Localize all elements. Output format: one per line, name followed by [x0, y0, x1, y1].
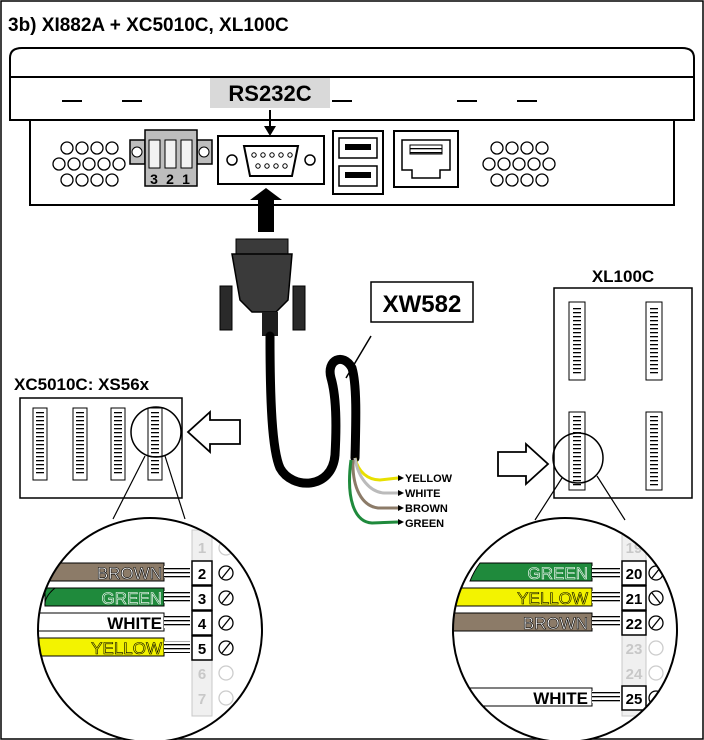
port-arrow	[264, 126, 276, 136]
right-terminal-number: 23	[626, 641, 643, 658]
xc5010c-module: XC5010C: XS56x	[14, 375, 241, 520]
controller-device: 3 2 1 RS	[9, 47, 695, 206]
right-arrow-icon	[497, 441, 550, 487]
wire-label-white: WHITE	[405, 488, 440, 500]
right-wire-label: WHITE	[533, 689, 588, 708]
left-terminal-number: 6	[198, 666, 206, 683]
left-terminal-number: 2	[198, 566, 206, 583]
right-module-title: XL100C	[592, 267, 654, 286]
right-module-connectors	[568, 301, 663, 491]
left-terminal-number: 3	[198, 591, 206, 608]
right-terminal-number: 22	[626, 616, 643, 633]
left-arrow-icon	[186, 409, 241, 455]
right-wire-label: GREEN	[528, 564, 588, 583]
right-terminal-number: 25	[626, 691, 643, 708]
left-terminal-number: 7	[198, 691, 206, 708]
vent-holes-left	[52, 141, 126, 187]
right-terminal-number: 24	[626, 666, 643, 683]
terminal-number: 3	[150, 171, 158, 187]
left-module-title: XC5010C: XS56x	[14, 375, 150, 394]
right-terminal-magnifier: GREEN YELLOW BROWN WHITE 19 20 21 22 23 …	[452, 517, 678, 740]
power-terminal-block: 3 2 1	[129, 129, 213, 187]
left-terminal-number: 4	[198, 616, 207, 633]
diagram-title: 3b) XI882A + XC5010C, XL100C	[8, 15, 289, 36]
zoom-circle	[552, 432, 604, 484]
zoom-circle	[130, 406, 182, 458]
left-terminal-number: 5	[198, 641, 206, 658]
right-terminal-number: 20	[626, 566, 643, 583]
left-wire-label: BROWN	[97, 564, 162, 583]
left-module-connectors	[32, 407, 163, 481]
left-terminal-magnifier: BROWN GREEN WHITE YELLOW 1 2 3 4 5 6 7	[37, 517, 263, 740]
left-terminal-number: 1	[198, 540, 206, 557]
wire-label-yellow: YELLOW	[405, 473, 453, 485]
wire-label-brown: BROWN	[405, 503, 448, 515]
xw582-cable: YELLOW WHITE BROWN GREEN XW582	[219, 188, 474, 530]
vent-holes-right	[482, 141, 556, 187]
port-label-background	[210, 78, 330, 108]
wire-label-green: GREEN	[405, 518, 444, 530]
ethernet-port	[393, 130, 459, 188]
cable-label: XW582	[383, 291, 462, 318]
usb-ports	[332, 130, 384, 195]
left-wire-label: WHITE	[107, 614, 162, 633]
left-wire-label: YELLOW	[91, 639, 162, 658]
left-wire-label: GREEN	[102, 589, 162, 608]
rs232-port	[217, 135, 325, 185]
right-terminal-number: 21	[626, 591, 643, 608]
terminal-number: 1	[182, 171, 190, 187]
rs232-port-label: RS232C	[228, 81, 311, 106]
right-wire-label: BROWN	[523, 614, 588, 633]
terminal-number: 2	[166, 171, 174, 187]
xl100c-module: XL100C	[497, 267, 693, 521]
right-wire-label: YELLOW	[517, 589, 588, 608]
